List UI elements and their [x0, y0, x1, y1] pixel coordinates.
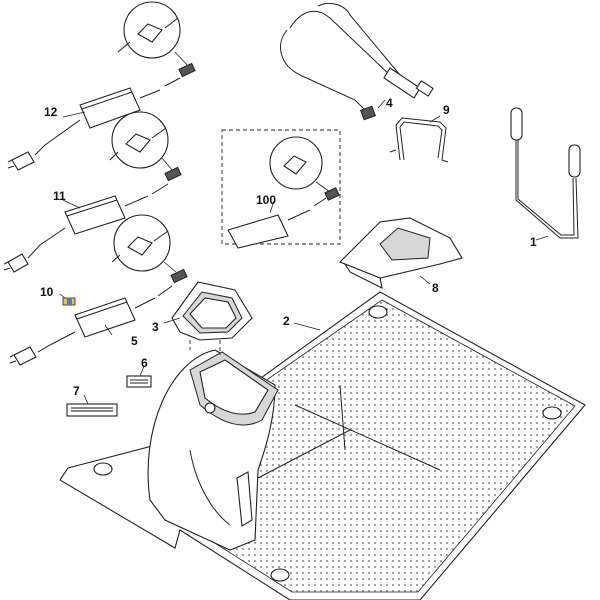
- callout-8: 8: [432, 281, 439, 295]
- label-part-10: [62, 297, 76, 306]
- callout-1: 1: [530, 235, 537, 249]
- power-supply-11: [3, 111, 182, 273]
- callout-3: 3: [152, 320, 159, 334]
- docking-hood: [171, 281, 253, 355]
- callout-9: 9: [443, 103, 450, 117]
- label-part-7: [66, 403, 118, 417]
- callout-7: 7: [73, 384, 80, 398]
- charging-station-housing: [147, 349, 279, 551]
- callout-12: 12: [44, 105, 58, 119]
- callout-6: 6: [141, 356, 148, 370]
- callout-5: 5: [131, 334, 138, 348]
- boundary-wire-stake: [510, 107, 581, 239]
- callout-4: 4: [386, 96, 393, 110]
- callout-100: 100: [256, 193, 277, 207]
- power-supply-100: [221, 129, 341, 249]
- callout-11: 11: [53, 189, 66, 203]
- power-supply-5: [9, 214, 188, 366]
- callout-2: 2: [283, 314, 290, 328]
- power-supply-12: [7, 1, 196, 171]
- callout-10: 10: [40, 285, 54, 299]
- bracket-clip: [389, 117, 449, 163]
- label-part-6: [126, 375, 152, 388]
- usb-cable: [280, 2, 434, 121]
- leader-lines: [59, 99, 549, 405]
- station-cover: [339, 217, 463, 289]
- base-plate: [59, 291, 586, 600]
